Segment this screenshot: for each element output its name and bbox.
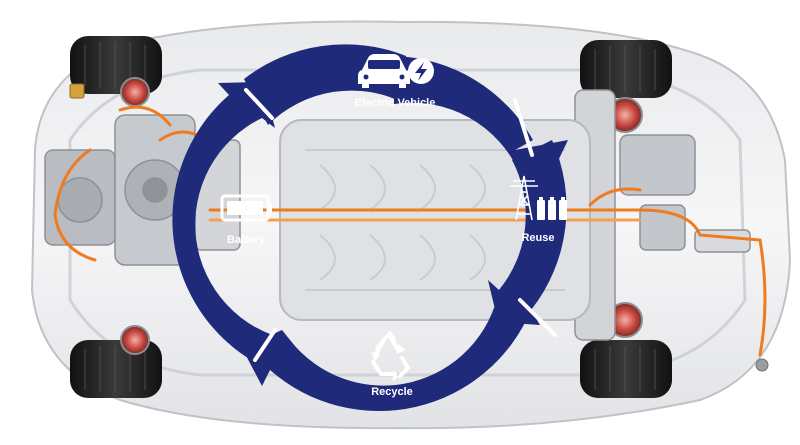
recycle-icon (371, 331, 410, 378)
stage-reuse: Reuse (510, 175, 567, 244)
tire-front-right (70, 340, 162, 398)
tire-rear-left (580, 40, 672, 98)
ring-segment-left (172, 82, 290, 370)
rear-connector (755, 358, 769, 372)
stage-battery: Battery (220, 194, 272, 246)
power-grid-battery-icon (510, 175, 538, 221)
electric-car-icon (358, 54, 434, 88)
stage-label-battery: Battery (227, 234, 266, 246)
tire-rear-right (580, 340, 672, 398)
stage-label-reuse: Reuse (521, 232, 554, 244)
recycle-arrowheads (371, 344, 406, 381)
front-sensor (69, 83, 85, 99)
stage-recycle: Recycle (371, 331, 413, 398)
battery-icon (220, 194, 272, 222)
stage-label-recycle: Recycle (371, 386, 413, 398)
battery-cells-icon (537, 197, 567, 220)
hub-front-left (120, 77, 150, 107)
hub-front-right (120, 325, 150, 355)
ring-segment-bottom-right (488, 140, 567, 325)
stage-label-electric-vehicle: Electric Vehicle (355, 97, 436, 109)
stage-electric-vehicle: Electric Vehicle (355, 54, 436, 109)
hv-wiring (53, 105, 767, 357)
ring-segment-bottom (242, 290, 531, 412)
